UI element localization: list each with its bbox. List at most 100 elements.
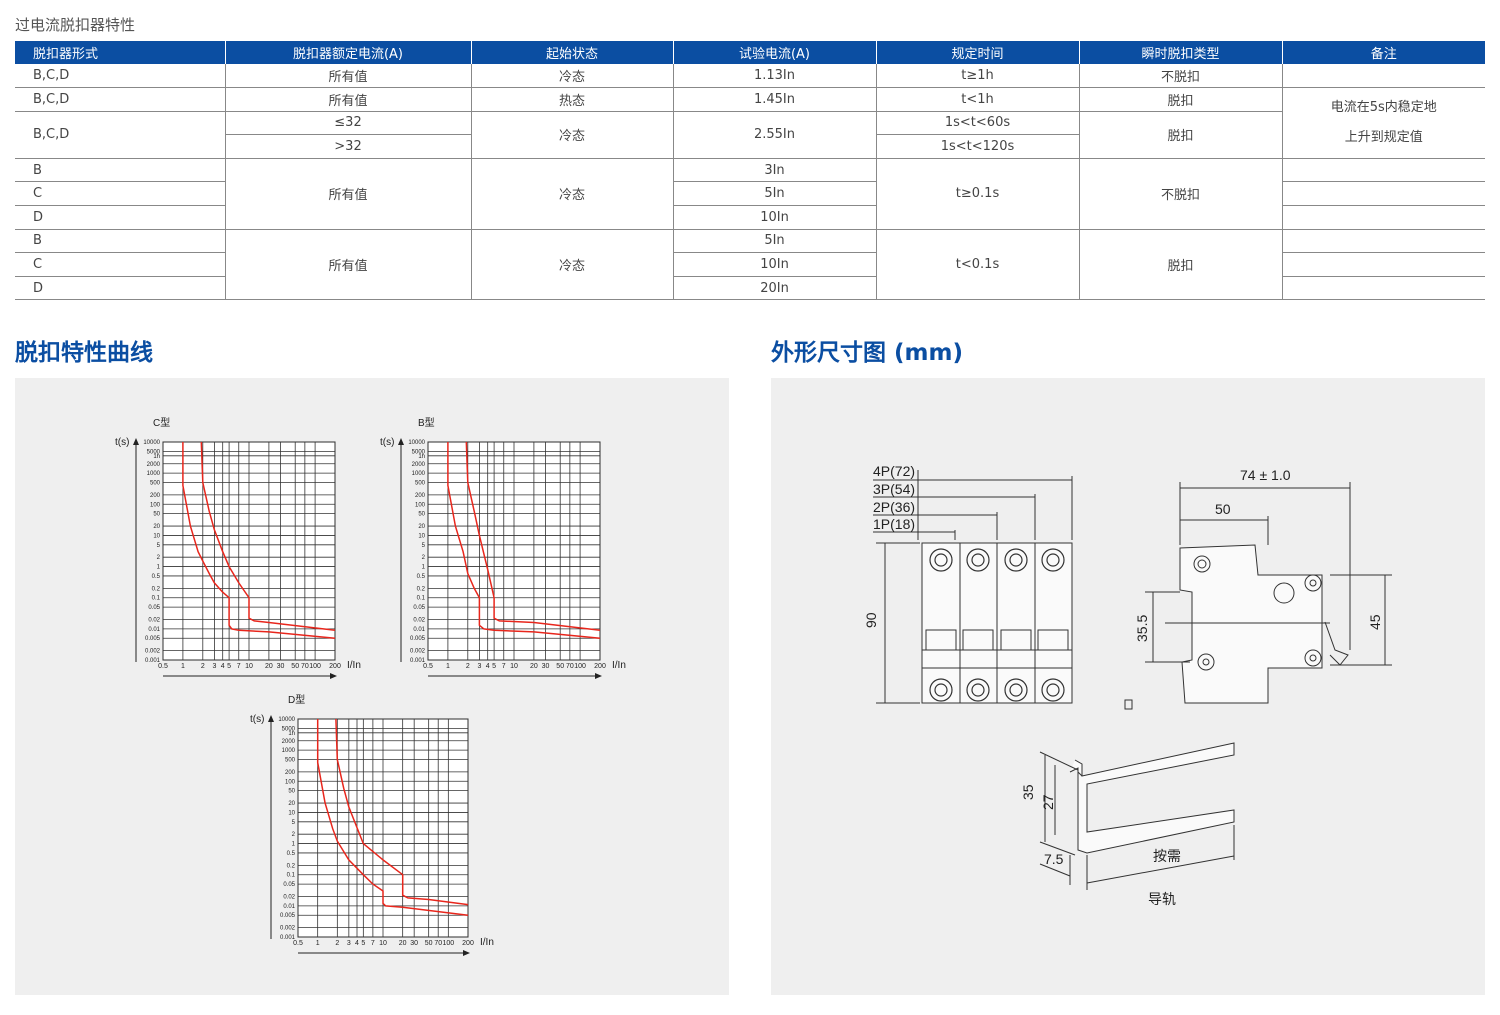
dimension-drawings: 4P(72) 3P(54) 2P(36) 1P(18) 90 74 ± 1.0 … bbox=[863, 463, 1392, 907]
y-tick-label: 0.001 bbox=[410, 658, 426, 664]
cell: 1s<t<120s bbox=[875, 134, 1079, 159]
x-tick-label: 7 bbox=[237, 663, 241, 670]
x-tick-label: 0.5 bbox=[293, 940, 303, 947]
x-tick-label: 4 bbox=[221, 663, 225, 670]
y-tick-label: 0.01 bbox=[148, 627, 160, 633]
y-tick-label: 1 bbox=[422, 565, 426, 571]
x-arrow-head bbox=[463, 950, 470, 956]
table-row: B,C,D ≤32 冷态 2.55In 1s<t<60s 脱扣 bbox=[15, 111, 1485, 159]
note-cell: 电流在5s内稳定地上升到规定值 bbox=[1281, 87, 1485, 159]
x-tick-label: 200 bbox=[594, 663, 606, 670]
x-tick-label: 4 bbox=[355, 940, 359, 947]
y-tick-label: 0.01 bbox=[283, 904, 295, 910]
y-tick-label: 1 bbox=[157, 565, 161, 571]
rail-7-5-label: 7.5 bbox=[1044, 851, 1064, 867]
x-tick-label: 3 bbox=[347, 940, 351, 947]
y-tick-label: 2000 bbox=[147, 462, 161, 468]
cell: 所有值 bbox=[224, 87, 471, 112]
front-view-drawing bbox=[873, 470, 1073, 704]
x-tick-label: 200 bbox=[462, 940, 474, 947]
y-tick-label: 0.5 bbox=[417, 574, 426, 580]
y-tick-label: 0.001 bbox=[280, 935, 296, 941]
header-cell: 脱扣器额定电流(A) bbox=[224, 41, 471, 64]
x-tick-label: 7 bbox=[502, 663, 506, 670]
y-axis-label: t(s) bbox=[380, 437, 394, 448]
cell: 不脱扣 bbox=[1078, 158, 1282, 230]
width-total-label: 74 ± 1.0 bbox=[1240, 467, 1291, 483]
x-tick-label: 10 bbox=[379, 940, 387, 947]
x-tick-label: 70 bbox=[566, 663, 574, 670]
x-tick-label: 100 bbox=[574, 663, 586, 670]
cell: 3In bbox=[672, 158, 876, 183]
table-row: >32 1s<t<120s bbox=[15, 134, 1485, 159]
table-header: 脱扣器形式 脱扣器额定电流(A) 起始状态 试验电流(A) 规定时间 瞬时脱扣类… bbox=[15, 41, 1485, 64]
y-tick-label: 20 bbox=[418, 524, 425, 530]
x-tick-label: 50 bbox=[291, 663, 299, 670]
cell: D bbox=[15, 205, 225, 230]
y-tick-label: 0.01 bbox=[413, 627, 425, 633]
cell: 热态 bbox=[470, 87, 673, 112]
rail-27-label: 27 bbox=[1040, 794, 1056, 810]
x-tick-label: 200 bbox=[329, 663, 341, 670]
cell: B bbox=[15, 229, 225, 254]
cell: 冷态 bbox=[470, 64, 673, 89]
table-row: B 所有值 冷态 5In t<0.1s 脱扣 bbox=[15, 229, 1485, 301]
cell: B,C,D bbox=[15, 87, 225, 112]
trip-characteristics-table: 脱扣器形式 脱扣器额定电流(A) 起始状态 试验电流(A) 规定时间 瞬时脱扣类… bbox=[15, 41, 1485, 301]
height-label: 90 bbox=[863, 612, 879, 628]
cell: 1s<t<60s bbox=[875, 111, 1079, 136]
x-tick-label: 50 bbox=[425, 940, 433, 947]
trip-curve-c-upper bbox=[200, 441, 336, 632]
y-tick-label: 0.005 bbox=[280, 913, 296, 919]
cell: t<1h bbox=[875, 87, 1079, 112]
x-tick-label: 50 bbox=[556, 663, 564, 670]
y-tick-label: 0.2 bbox=[152, 586, 161, 592]
table-row: B,C,D 所有值 热态 1.45In t<1h 脱扣 电流在5s内稳定地上升到… bbox=[15, 87, 1485, 159]
x-tick-label: 20 bbox=[265, 663, 273, 670]
x-tick-label: 1 bbox=[181, 663, 185, 670]
y-tick-label: 1000 bbox=[282, 748, 296, 754]
x-tick-label: 2 bbox=[201, 663, 205, 670]
cell: C bbox=[15, 181, 225, 207]
y-tick-label: 10 bbox=[288, 810, 295, 816]
y-tick-label: 50 bbox=[418, 512, 425, 518]
table-row: D 10In bbox=[15, 205, 1485, 230]
cell: ≤32 bbox=[224, 111, 471, 136]
y-tick-label: 0.2 bbox=[417, 586, 426, 592]
cell: 不脱扣 bbox=[1078, 64, 1282, 89]
x-tick-label: 0.5 bbox=[158, 663, 168, 670]
rail-35-label: 35 bbox=[1020, 784, 1036, 800]
x-tick-label: 70 bbox=[301, 663, 309, 670]
x-tick-label: 10 bbox=[510, 663, 518, 670]
trip-curve-c-lower bbox=[182, 442, 336, 639]
y-tick-label: 5000 bbox=[282, 726, 296, 732]
y-tick-label: 5 bbox=[292, 820, 296, 826]
y-tick-label: 0.2 bbox=[287, 863, 296, 869]
cell: 脱扣 bbox=[1078, 87, 1282, 112]
height-35-5-label: 35.5 bbox=[1134, 615, 1150, 642]
x-tick-label: 5 bbox=[361, 940, 365, 947]
y-tick-label: 2 bbox=[292, 832, 296, 838]
pole-label-1p: 1P(18) bbox=[873, 516, 915, 532]
cell bbox=[1281, 276, 1485, 301]
x-tick-label: 30 bbox=[277, 663, 285, 670]
cell: B,C,D bbox=[15, 64, 225, 89]
cell: 1.13In bbox=[672, 64, 876, 89]
cell: t≥1h bbox=[875, 64, 1079, 89]
y-tick-label: 1000 bbox=[147, 471, 161, 477]
cell bbox=[1281, 64, 1485, 89]
cell bbox=[1281, 229, 1485, 254]
y-tick-label: 10000 bbox=[278, 717, 295, 723]
y-tick-label: 1h bbox=[418, 454, 425, 460]
x-arrow-head bbox=[330, 673, 337, 679]
cell: B,C,D bbox=[15, 111, 225, 159]
table-row: C 5In bbox=[15, 181, 1485, 207]
x-tick-label: 5 bbox=[227, 663, 231, 670]
y-tick-label: 5000 bbox=[147, 449, 161, 455]
cell: 冷态 bbox=[470, 111, 673, 159]
y-tick-label: 1h bbox=[153, 454, 160, 460]
y-tick-label: 0.05 bbox=[148, 605, 160, 611]
rail-length-label: 按需 bbox=[1153, 848, 1181, 864]
chart-title: B型 bbox=[418, 416, 435, 429]
